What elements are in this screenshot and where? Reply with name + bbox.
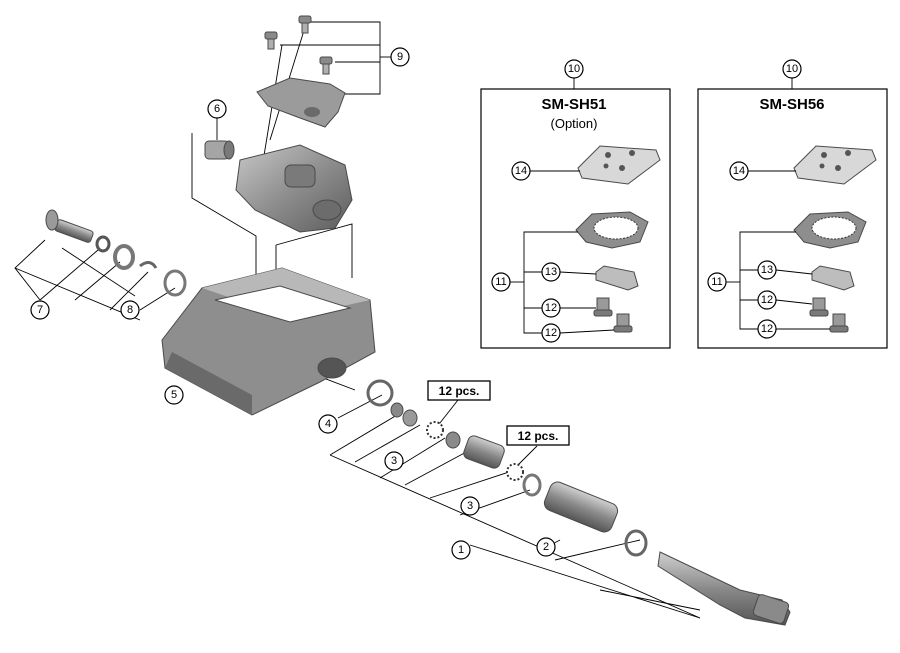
fixing-screws [264, 15, 333, 75]
svg-text:1: 1 [458, 544, 464, 556]
svg-text:14: 14 [515, 165, 527, 177]
leader-lines [14, 21, 701, 619]
cleat-title-right: SM-SH56 [759, 96, 824, 113]
svg-text:8: 8 [127, 304, 133, 316]
svg-text:10: 10 [786, 63, 798, 75]
callout-3b: 3 [460, 496, 480, 516]
cleat-plate-right [793, 145, 877, 185]
quantity-label-2: 12 pcs. [506, 425, 570, 446]
svg-text:3: 3 [467, 500, 473, 512]
callout-10-right: 10 [782, 59, 802, 79]
callout-11-right: 11 [707, 272, 727, 292]
callout-12-left-1: 12 [541, 298, 561, 318]
callout-7: 7 [30, 300, 50, 320]
spring-ring [163, 269, 187, 297]
callout-12-right-1: 12 [757, 290, 777, 310]
svg-text:12: 12 [545, 302, 557, 314]
callout-3a: 3 [384, 451, 404, 471]
ball-bearings-1 [426, 421, 444, 439]
axle-housing [543, 481, 619, 533]
callout-13-right: 13 [757, 260, 777, 280]
quantity-label-1: 12 pcs. [427, 380, 491, 401]
svg-text:13: 13 [761, 264, 773, 276]
callout-6: 6 [207, 99, 227, 119]
cleat-box-left: SM-SH51 (Option) [480, 78, 671, 349]
svg-text:11: 11 [495, 276, 506, 288]
callout-8: 8 [120, 300, 140, 320]
svg-text:12 pcs.: 12 pcs. [439, 384, 480, 398]
cleat-bolt-right-1 [809, 297, 829, 317]
svg-text:12: 12 [761, 323, 773, 335]
ball-bearings-2 [506, 463, 524, 481]
svg-text:11: 11 [711, 276, 722, 288]
svg-text:5: 5 [171, 389, 177, 401]
callout-10-left: 10 [564, 59, 584, 79]
pedal-parts [45, 15, 791, 626]
callout-2: 2 [536, 537, 556, 557]
svg-text:10: 10 [568, 63, 580, 75]
cleat-bolt-left-2 [613, 313, 633, 333]
axle-bolt [45, 209, 94, 243]
svg-text:4: 4 [325, 418, 331, 430]
axle-spindle [657, 551, 791, 626]
svg-text:12: 12 [545, 327, 557, 339]
cleat-box-right: SM-SH56 [697, 78, 888, 349]
callout-12-left-2: 12 [541, 323, 561, 343]
svg-text:12 pcs.: 12 pcs. [518, 429, 559, 443]
cleat-bolt-right-2 [829, 313, 849, 333]
svg-text:2: 2 [543, 541, 549, 553]
cleat-plate-left [577, 145, 661, 185]
cleat-plate [256, 77, 346, 128]
cleat-bolt-left-1 [593, 297, 613, 317]
callout-11-left: 11 [491, 272, 511, 292]
svg-text:6: 6 [214, 103, 220, 115]
cleat-washer-right [811, 265, 855, 291]
callout-5: 5 [164, 385, 184, 405]
callout-12-right-2: 12 [757, 319, 777, 339]
callout-9: 9 [390, 47, 410, 67]
callout-1: 1 [451, 540, 471, 560]
svg-text:7: 7 [37, 304, 43, 316]
svg-text:9: 9 [397, 51, 403, 63]
o-ring-right [624, 529, 648, 557]
svg-text:13: 13 [545, 266, 557, 278]
o-ring-left [113, 244, 135, 270]
svg-text:3: 3 [391, 455, 397, 467]
bearing-sleeve [463, 435, 505, 469]
callout-14-left: 14 [511, 161, 531, 181]
cleat-subtitle-left: (Option) [551, 116, 598, 131]
axle-bushing [204, 140, 235, 160]
pedal-body [161, 267, 376, 416]
callout-13-left: 13 [541, 262, 561, 282]
callout-4: 4 [318, 414, 338, 434]
cleat-washer-left [595, 265, 639, 291]
callout-14-right: 14 [729, 161, 749, 181]
spring-washer [366, 379, 394, 407]
spring-clip [139, 261, 158, 269]
svg-text:12: 12 [761, 294, 773, 306]
cleat-title-left: SM-SH51 [541, 96, 606, 113]
svg-text:14: 14 [733, 165, 745, 177]
washer-left [95, 235, 111, 253]
